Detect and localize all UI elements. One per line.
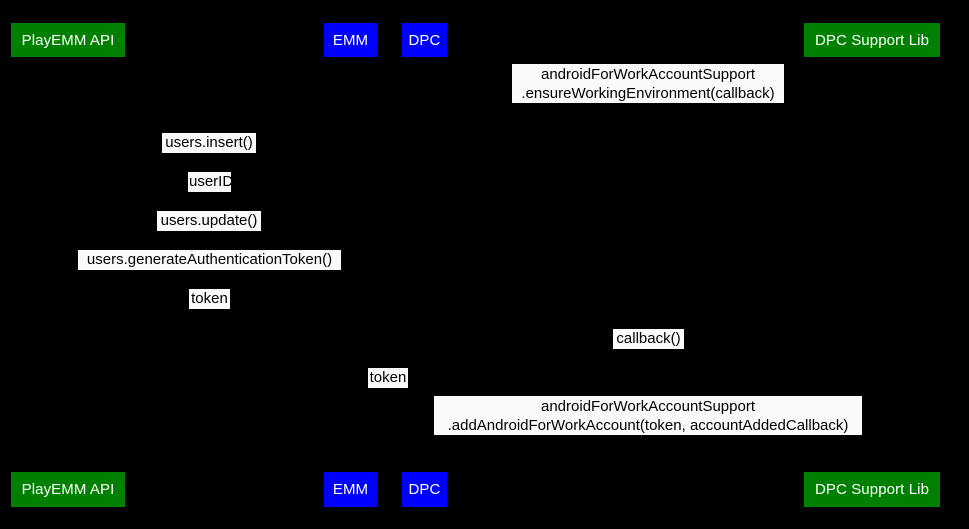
message-label-2: users.insert() xyxy=(162,133,256,153)
message-line1: token xyxy=(369,369,407,386)
lifeline-dpc-support-lib xyxy=(871,57,872,472)
participant-label: DPC xyxy=(408,481,441,498)
message-label-3: userID xyxy=(188,172,234,192)
participant-playemm-api-top[interactable]: PlayEMM API xyxy=(11,23,125,57)
message-line1: userID xyxy=(189,173,234,190)
participant-label: EMM xyxy=(332,481,369,498)
message-label-7: callback() xyxy=(613,329,684,349)
message-line1: users.update() xyxy=(160,212,258,229)
message-line-7 xyxy=(424,349,871,350)
message-label-8: token xyxy=(368,368,408,388)
message-line-5 xyxy=(67,270,350,271)
lifeline-playemm-api xyxy=(67,57,68,472)
lifeline-dpc xyxy=(424,57,425,472)
message-line2: .addAndroidForWorkAccount(token, account… xyxy=(447,417,849,434)
message-line1: token xyxy=(191,290,228,307)
message-line-2 xyxy=(67,153,350,154)
lifeline-emm xyxy=(350,57,351,472)
message-line-8 xyxy=(350,388,424,389)
message-line2: .ensureWorkingEnvironment(callback) xyxy=(521,85,775,102)
participant-label: DPC Support Lib xyxy=(814,481,930,498)
participant-dpc-bottom[interactable]: DPC xyxy=(402,472,447,507)
participant-label: PlayEMM API xyxy=(21,481,115,498)
message-line-3 xyxy=(67,192,350,193)
message-line1: users.generateAuthenticationToken() xyxy=(86,251,333,268)
participant-label: EMM xyxy=(332,31,369,49)
message-line-9 xyxy=(424,435,871,436)
participant-emm-bottom[interactable]: EMM xyxy=(324,472,377,507)
participant-label: DPC xyxy=(408,31,441,49)
message-line-4 xyxy=(67,231,350,232)
message-line-1 xyxy=(424,103,871,104)
message-label-4: users.update() xyxy=(157,211,261,231)
participant-emm-top[interactable]: EMM xyxy=(324,23,377,57)
message-line1: callback() xyxy=(616,330,681,347)
participant-label: PlayEMM API xyxy=(21,31,115,49)
message-label-9: androidForWorkAccountSupport .addAndroid… xyxy=(434,396,862,435)
message-line1: androidForWorkAccountSupport xyxy=(541,398,755,415)
message-label-6: token xyxy=(189,289,230,309)
message-line-6 xyxy=(67,309,350,310)
message-label-5: users.generateAuthenticationToken() xyxy=(78,250,341,270)
participant-dpc-support-lib-bottom[interactable]: DPC Support Lib xyxy=(804,472,940,507)
message-label-1: androidForWorkAccountSupport .ensureWork… xyxy=(512,64,784,103)
message-line1: androidForWorkAccountSupport xyxy=(541,66,755,83)
participant-dpc-support-lib-top[interactable]: DPC Support Lib xyxy=(804,23,940,57)
participant-playemm-api-bottom[interactable]: PlayEMM API xyxy=(11,472,125,507)
message-line1: users.insert() xyxy=(165,134,253,151)
participant-label: DPC Support Lib xyxy=(814,31,930,49)
participant-dpc-top[interactable]: DPC xyxy=(402,23,447,57)
